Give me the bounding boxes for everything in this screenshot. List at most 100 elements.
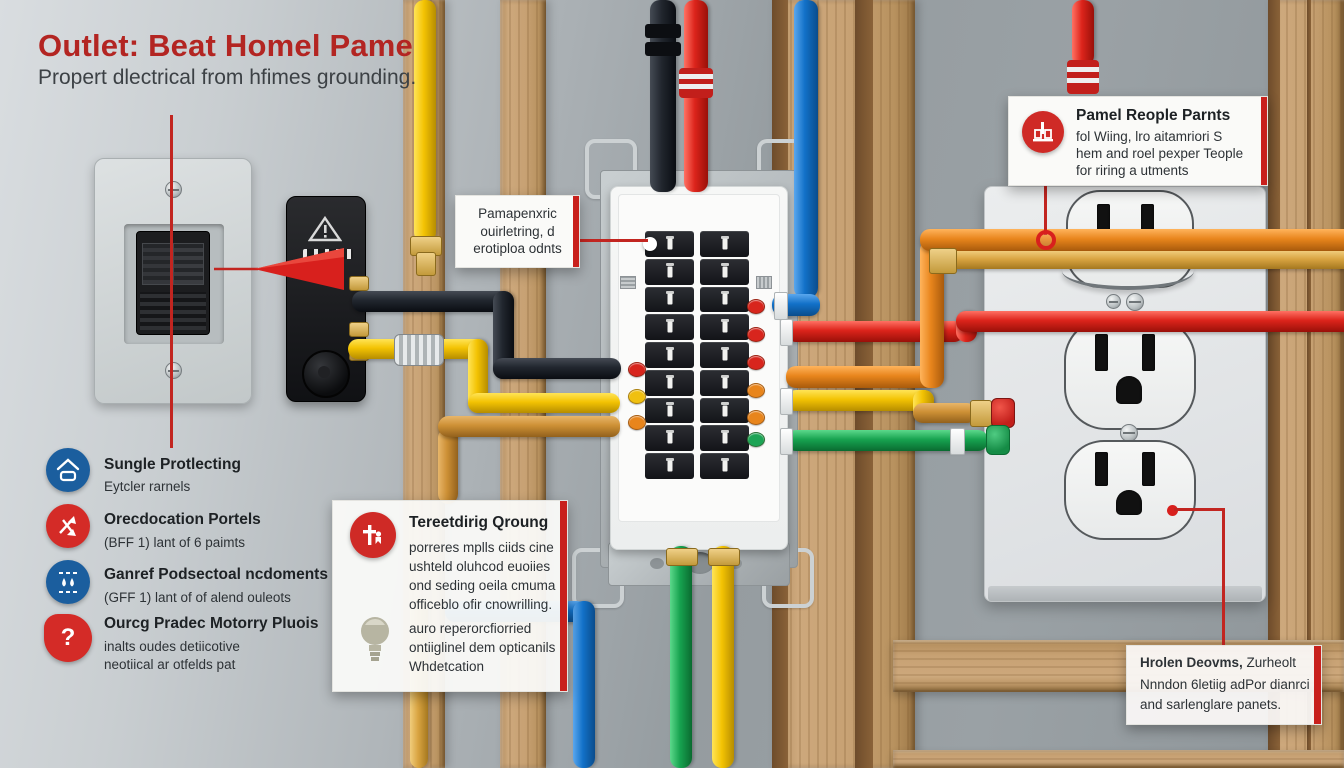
breaker-switch bbox=[700, 425, 749, 452]
connector-stripe bbox=[679, 74, 713, 79]
amber-wire-segment bbox=[913, 403, 977, 423]
wire-ferrule bbox=[929, 248, 957, 274]
legend-item-title: Ourcg Pradec Motorry Pluois bbox=[104, 615, 319, 632]
red-probe-cone bbox=[214, 248, 344, 290]
legend-item-title: Orecdocation Portels bbox=[104, 511, 261, 528]
callout-panel-note: Pamapenxric ouirletring, d erotiploa odn… bbox=[455, 195, 580, 268]
callout-body-line: porreres mplls ciids cine bbox=[409, 540, 554, 555]
red-wire-segment bbox=[786, 321, 964, 342]
callout-line: erotiploa odnts bbox=[473, 241, 562, 256]
knockout-hole bbox=[650, 558, 664, 569]
callout-heading-rest: Zurheolt bbox=[1242, 655, 1297, 670]
blue-wire-segment bbox=[573, 601, 595, 768]
connector-band bbox=[780, 319, 793, 346]
red-wire-stub bbox=[1072, 0, 1094, 66]
yellow-wire-segment bbox=[786, 390, 934, 411]
page-title: Outlet: Beat Homel Pame bbox=[38, 28, 413, 63]
plate-screw-bottom bbox=[165, 362, 182, 379]
panel-label-glyph bbox=[756, 276, 772, 289]
panel-parts-leader bbox=[1044, 183, 1047, 235]
outlet-target-dot bbox=[1167, 505, 1178, 516]
breaker-switch bbox=[645, 397, 694, 424]
callout-heading-bold: Hrolen Deovms, bbox=[1140, 655, 1243, 670]
legend-item-title: Sungle Protlecting bbox=[104, 456, 241, 473]
callout-accent bbox=[560, 501, 567, 691]
water-drops-icon bbox=[46, 560, 90, 604]
breaker-switch bbox=[645, 453, 694, 480]
wire-ferrule-tip bbox=[416, 252, 436, 276]
wire-marker-yellow bbox=[628, 389, 646, 404]
meter-display bbox=[173, 243, 204, 285]
breaker-switch bbox=[700, 453, 749, 480]
splice-sleeve bbox=[394, 334, 444, 366]
question-glyph: ? bbox=[60, 624, 76, 651]
device-terminal bbox=[349, 322, 369, 337]
green-wire-nut bbox=[986, 425, 1010, 455]
callout-line: ouirletring, d bbox=[480, 223, 555, 239]
diverging-arrows-icon bbox=[46, 504, 90, 548]
outlet-ground-hole bbox=[1116, 490, 1142, 515]
connector-band bbox=[950, 428, 965, 455]
wire-ferrule bbox=[708, 548, 740, 566]
wood-grain-strip bbox=[1268, 0, 1280, 768]
black-connector bbox=[645, 24, 681, 38]
callout-body-line: hem and roel pexper Teople bbox=[1076, 146, 1244, 161]
legend-item-text: neotiical ar otfelds pat bbox=[104, 657, 236, 672]
receptacle-shadow-arc bbox=[1062, 252, 1194, 290]
warning-triangle-icon bbox=[308, 216, 342, 242]
outlet-slot bbox=[1095, 334, 1108, 371]
wire-marker-red bbox=[628, 362, 646, 377]
callout-accent bbox=[1261, 97, 1267, 185]
panel-note-leader bbox=[578, 239, 648, 242]
yellow-wire-segment bbox=[468, 393, 620, 413]
yellow-wire-vertical bbox=[712, 546, 734, 768]
device-dial-center bbox=[318, 366, 330, 378]
connector-band bbox=[780, 388, 793, 415]
outlet-slot bbox=[1142, 334, 1155, 371]
callout-body-line: ushteld oluhcod euoiies bbox=[409, 559, 551, 574]
outlet-screw bbox=[1126, 293, 1144, 311]
orange-wire-segment bbox=[786, 366, 936, 388]
breaker-switch bbox=[645, 258, 694, 285]
callout-line: Pamapenxric bbox=[478, 206, 557, 221]
blue-wire-vertical bbox=[794, 0, 818, 298]
callout-accent bbox=[1314, 646, 1321, 724]
callout-heading: Tereetdirig Qroung bbox=[409, 514, 549, 531]
meter-display bbox=[142, 243, 171, 285]
lightbulb-icon bbox=[361, 617, 389, 661]
legend-item-title: Ganref Podsectoal ncdoments bbox=[104, 566, 328, 583]
wire-marker-red bbox=[747, 299, 765, 314]
black-wire-segment bbox=[352, 291, 514, 312]
outlet-screw bbox=[1106, 294, 1121, 309]
device-terminal bbox=[349, 276, 369, 291]
orange-wire-segment bbox=[920, 229, 1344, 251]
wire-marker-orange bbox=[628, 415, 646, 430]
legend-item-text: (BFF 1) lant of 6 paimts bbox=[104, 535, 246, 550]
connector-stripe bbox=[679, 84, 713, 89]
wire-marker-red bbox=[747, 355, 765, 370]
connector-band bbox=[780, 428, 793, 455]
breaker-switch bbox=[700, 342, 749, 368]
receptacle-face bbox=[1064, 318, 1196, 430]
wire-ring-marker bbox=[1036, 230, 1056, 250]
callout-accent bbox=[573, 196, 579, 267]
home-plug-icon bbox=[46, 448, 90, 492]
callout-grounding: Tereetdirig Qroung porreres mplls ciids … bbox=[332, 500, 568, 692]
outlet-slot bbox=[1142, 452, 1155, 486]
callout-panel-parts: Pamel Reople Parnts fol Wiing, lro aitam… bbox=[1008, 96, 1268, 186]
breaker-switch bbox=[645, 425, 694, 452]
callout-heading: Pamel Reople Parnts bbox=[1076, 107, 1231, 124]
breaker-switch bbox=[700, 286, 749, 313]
wire-marker-green bbox=[747, 432, 765, 447]
plate-screw-top bbox=[165, 181, 182, 198]
legend-item-text: (GFF 1) lant of of alend ouleots bbox=[104, 590, 291, 605]
amber-wire-segment bbox=[438, 428, 458, 504]
black-connector bbox=[645, 42, 681, 56]
panel-parts-icon bbox=[1022, 111, 1064, 153]
breaker-switch bbox=[645, 342, 694, 368]
grounding-cross-icon bbox=[350, 512, 396, 558]
wood-sill-bottom-right bbox=[893, 750, 1344, 768]
callout-tip-line: auro reperorcfiorried bbox=[409, 621, 532, 636]
module-vents bbox=[140, 292, 206, 330]
